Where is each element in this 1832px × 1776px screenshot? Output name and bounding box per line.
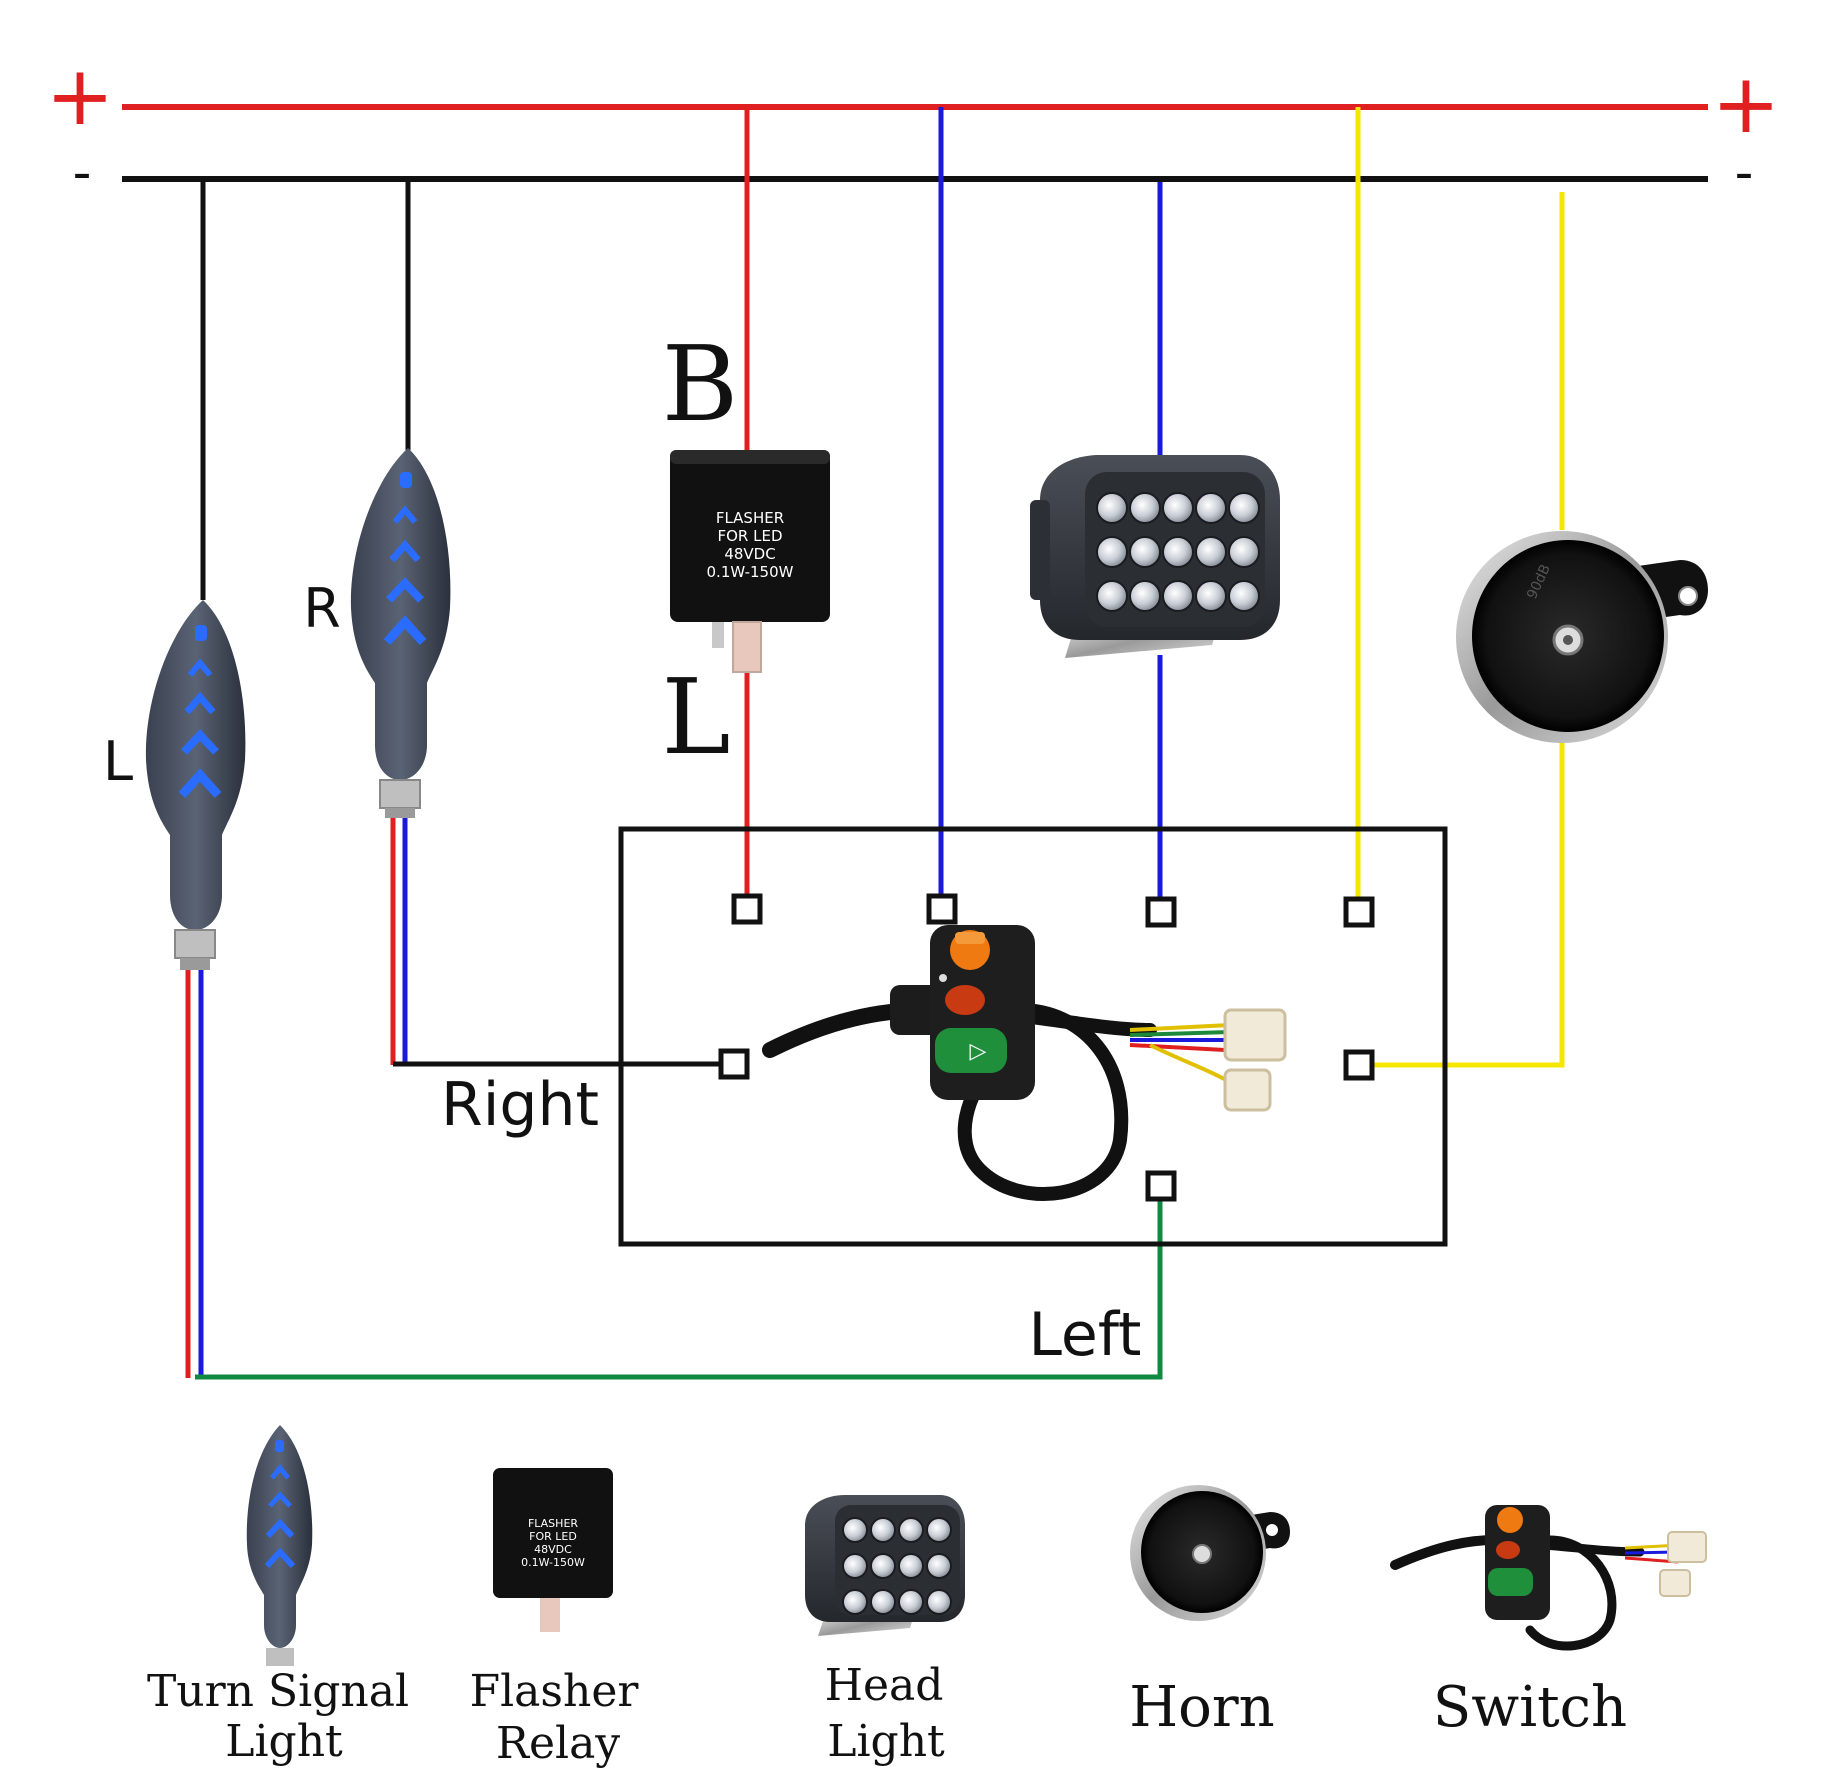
- switch-box: [618, 826, 1448, 1247]
- flasher-text-1: FLASHER: [716, 509, 784, 527]
- switch-terminals: [718, 893, 1375, 1202]
- legend-flasher-label-1: Flasher: [470, 1666, 640, 1717]
- horn: 90dB: [1456, 531, 1708, 743]
- handlebar-switch: ▷: [762, 925, 1287, 1201]
- negative-symbol-right: -: [1735, 143, 1754, 203]
- legend-flasher-text-1: FLASHER: [528, 1517, 578, 1530]
- headlight-led: [1129, 492, 1161, 524]
- legend-headlight-label-1: Head: [825, 1660, 944, 1711]
- headlight-led: [1096, 536, 1128, 568]
- legend-flasher-text-2: FOR LED: [529, 1530, 577, 1543]
- terminal-left: [1145, 1170, 1177, 1202]
- terminal-headlight: [1145, 896, 1177, 928]
- legend-headlight-led: [898, 1517, 924, 1543]
- svg-text:▷: ▷: [970, 1039, 987, 1064]
- headlight-led: [1228, 536, 1260, 568]
- terminal-horn: [1343, 1049, 1375, 1081]
- flasher-pin-b-label: B: [662, 323, 738, 445]
- head-light: [1030, 455, 1280, 658]
- headlight-led: [1129, 580, 1161, 612]
- right-wire-label: Right: [441, 1070, 599, 1140]
- legend-headlight-led: [842, 1517, 868, 1543]
- wire-horn-switch: [1358, 740, 1565, 1068]
- headlight-led: [1162, 492, 1194, 524]
- right-signal-leds: [383, 472, 427, 646]
- flasher-text-4: 0.1W-150W: [707, 563, 794, 581]
- legend-flasher-text-4: 0.1W-150W: [521, 1556, 585, 1569]
- legend-turn-signal-label-2: Light: [225, 1716, 343, 1767]
- headlight-led: [1195, 492, 1227, 524]
- legend-flasher-label-2: Relay: [496, 1718, 620, 1769]
- negative-symbol-left: -: [73, 143, 92, 203]
- flasher-text-3: 48VDC: [724, 545, 775, 563]
- legend-switch-label: Switch: [1433, 1675, 1627, 1740]
- headlight-led: [1162, 580, 1194, 612]
- headlight-led: [1228, 580, 1260, 612]
- left-signal-leds: [178, 625, 222, 799]
- legend-turn-signal-icon: [246, 1425, 313, 1666]
- terminal-supply: [926, 893, 958, 925]
- terminal-flasher: [731, 893, 763, 925]
- headlight-led: [1195, 536, 1227, 568]
- legend-headlight-led: [842, 1553, 868, 1579]
- terminal-right: [718, 1048, 750, 1080]
- left-wire-label: Left: [1029, 1300, 1142, 1370]
- legend-flasher-text-3: 48VDC: [534, 1543, 572, 1556]
- legend-flasher-icon: FLASHER FOR LED 48VDC 0.1W-150W: [493, 1468, 613, 1632]
- legend-headlight-icon: [805, 1495, 965, 1636]
- legend-turn-signal-label-1: Turn Signal: [147, 1666, 409, 1717]
- headlight-led: [1129, 536, 1161, 568]
- turn-signal-right: [350, 448, 451, 818]
- headlight-led: [1096, 492, 1128, 524]
- flasher-relay: FLASHER FOR LED 48VDC 0.1W-150W: [670, 450, 830, 673]
- legend-headlight-led: [898, 1589, 924, 1615]
- wire-left-to-switch: [195, 1190, 1163, 1380]
- headlight-led: [1228, 492, 1260, 524]
- headlight-led: [1195, 580, 1227, 612]
- positive-symbol-right: +: [1712, 57, 1781, 152]
- legend-headlight-led: [842, 1589, 868, 1615]
- legend-headlight-led: [870, 1553, 896, 1579]
- legend-headlight-led: [870, 1589, 896, 1615]
- legend-headlight-label-2: Light: [827, 1716, 945, 1767]
- legend-headlight-led: [926, 1517, 952, 1543]
- right-signal-label: R: [303, 577, 341, 640]
- flasher-text-2: FOR LED: [717, 527, 782, 545]
- legend-horn-label: Horn: [1129, 1675, 1274, 1740]
- legend-headlight-led: [870, 1517, 896, 1543]
- legend-switch-icon: [1390, 1505, 1707, 1651]
- terminal-horn-supply: [1343, 896, 1375, 928]
- legend-headlight-led: [898, 1553, 924, 1579]
- legend-headlight-led: [926, 1553, 952, 1579]
- turn-signal-left: [145, 600, 246, 970]
- headlight-led: [1096, 580, 1128, 612]
- flasher-pin-l-label: L: [661, 656, 730, 778]
- legend-horn-icon: [1130, 1485, 1290, 1621]
- left-signal-label: L: [103, 730, 133, 793]
- headlight-led: [1162, 536, 1194, 568]
- legend-labels: Turn Signal Light Flasher Relay Head Lig…: [147, 1660, 1627, 1769]
- positive-symbol-left: +: [46, 49, 115, 144]
- legend-headlight-led: [926, 1589, 952, 1615]
